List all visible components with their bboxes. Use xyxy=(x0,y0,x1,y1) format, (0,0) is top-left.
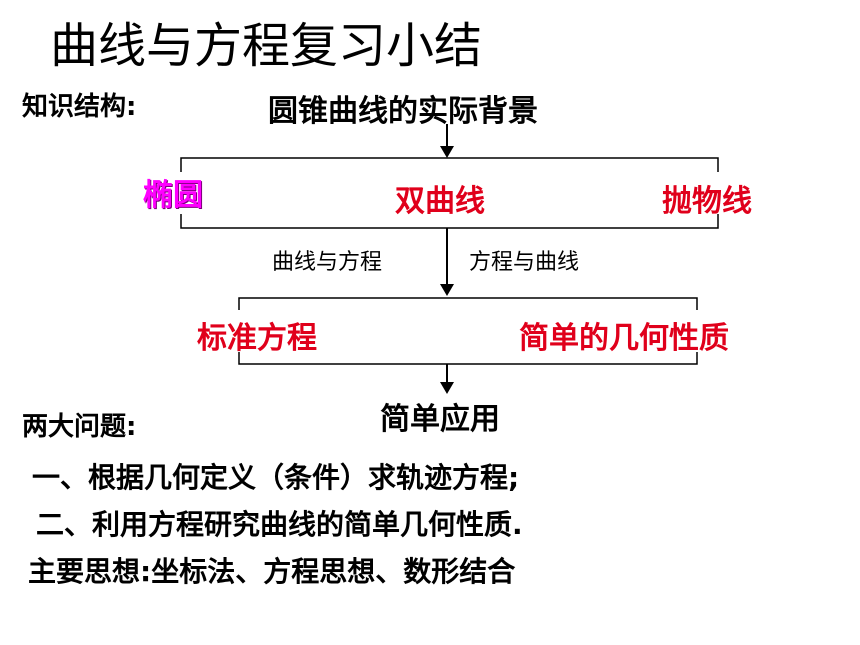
curves-bracket xyxy=(180,157,719,172)
node-parabola: 抛物线 xyxy=(662,184,752,219)
section-two-problems: 两大问题: xyxy=(22,412,137,442)
arrowhead-middle xyxy=(440,284,454,296)
edge-label-curve-to-equation: 曲线与方程 xyxy=(272,250,383,275)
edge-label-equation-to-curve: 方程与曲线 xyxy=(469,250,580,275)
slide-title: 曲线与方程复习小结 xyxy=(50,18,483,74)
curves-bracket-bottom xyxy=(180,214,719,229)
middle-bracket-bottom xyxy=(238,352,698,365)
problem-item-1: 一、根据几何定义（条件）求轨迹方程; xyxy=(32,461,520,494)
middle-bracket xyxy=(238,297,698,310)
problem-item-2: 二、利用方程研究曲线的简单几何性质. xyxy=(36,508,523,541)
node-geometric-properties: 简单的几何性质 xyxy=(519,321,729,356)
node-standard-equation: 标准方程 xyxy=(197,321,317,356)
main-ideas: 主要思想:坐标法、方程思想、数形结合 xyxy=(28,555,516,588)
section-knowledge-structure: 知识结构: xyxy=(22,92,137,122)
node-simple-application: 简单应用 xyxy=(380,402,500,437)
arrowhead-top xyxy=(440,146,454,158)
node-hyperbola: 双曲线 xyxy=(395,184,485,219)
arrowhead-bottom xyxy=(440,382,454,394)
node-ellipse: 椭圆 xyxy=(143,178,203,213)
node-real-background: 圆锥曲线的实际背景 xyxy=(268,94,538,129)
